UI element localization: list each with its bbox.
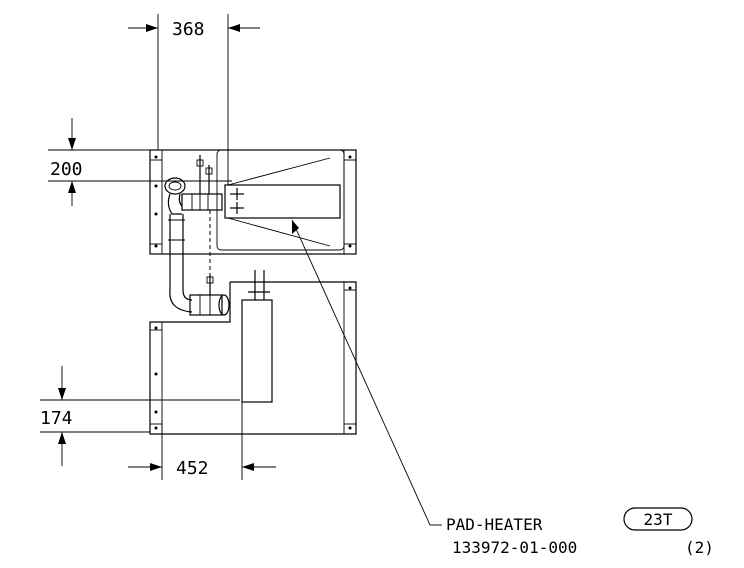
dimension-top-width-label: 368 (172, 19, 205, 40)
dimension-bottom-width: 452 (128, 402, 276, 480)
callout-tag-bubble (623, 507, 693, 531)
dimension-top-height: 200 (48, 118, 232, 206)
callout-part-name: PAD-HEATER (446, 515, 543, 534)
bottom-unit-outline (149, 281, 357, 435)
part-callout: PAD-HEATER 23T 133972-01-000 (2) (291, 219, 714, 557)
top-unit-outline (149, 149, 357, 255)
top-heater-pad (224, 184, 341, 219)
dimension-top-height-label: 200 (50, 159, 83, 180)
dimension-bottom-width-label: 452 (176, 458, 209, 479)
piping-assembly (164, 155, 230, 316)
dimension-bottom-height-label: 174 (40, 408, 73, 429)
dimension-bottom-height: 174 (40, 366, 240, 466)
callout-part-number: 133972-01-000 (452, 538, 577, 557)
bottom-heater-pad (241, 270, 273, 403)
callout-tag: 23T (644, 510, 673, 529)
callout-quantity: (2) (685, 538, 714, 557)
dimension-top-width: 368 (128, 14, 260, 185)
